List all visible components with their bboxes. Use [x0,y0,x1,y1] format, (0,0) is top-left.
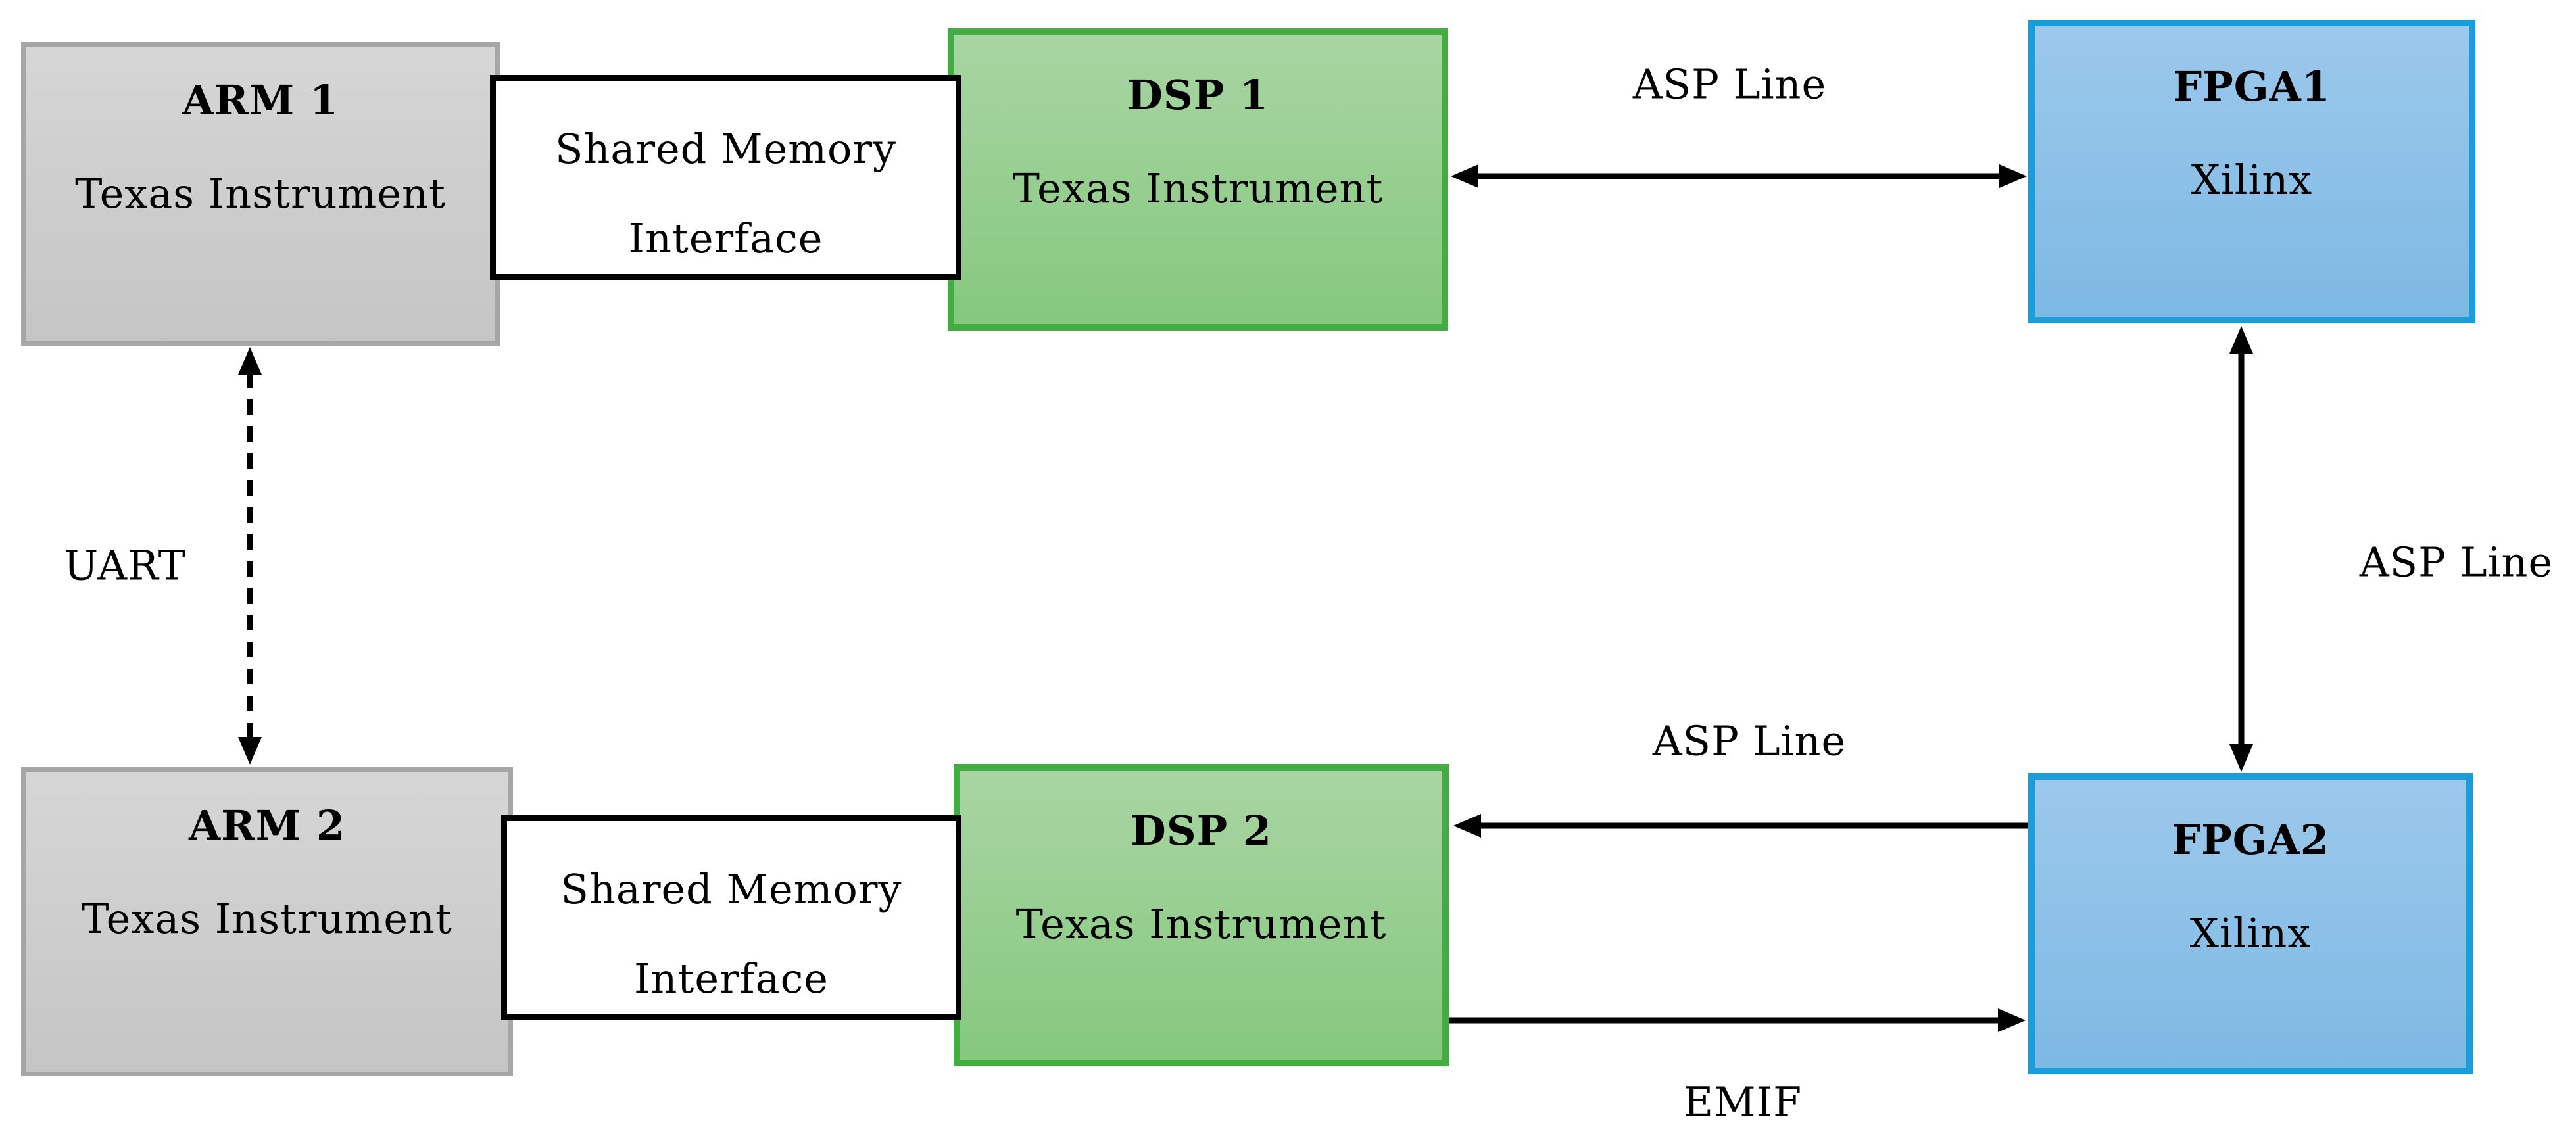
node-fpga1: FPGA1 Xilinx [2028,20,2475,323]
node-shared-memory-interface-1: Shared Memory Interface [490,75,961,280]
node-dsp1: DSP 1 Texas Instrument [948,28,1448,331]
node-fpga1-title: FPGA1 [2173,62,2331,110]
node-fpga1-subtitle: Xilinx [2191,156,2313,204]
node-dsp1-title: DSP 1 [1127,71,1269,119]
asp-line-right-edge [2229,326,2253,772]
node-arm1-title: ARM 1 [182,76,339,124]
asp-line-bottom-edge [1453,814,2028,838]
edge-label-asp-bottom: ASP Line [1652,717,1847,765]
asp-line-top-edge [1451,164,2027,188]
edge-label-emif: EMIF [1683,1078,1803,1126]
node-dsp1-subtitle: Texas Instrument [1012,164,1384,212]
node-fpga2-title: FPGA2 [2172,816,2329,864]
uart-edge [238,347,262,765]
node-fpga2: FPGA2 Xilinx [2028,773,2473,1074]
node-fpga2-subtitle: Xilinx [2189,909,2312,957]
edge-label-asp-right: ASP Line [2359,538,2554,586]
shared-memory-interface-2-line2: Interface [634,955,829,1003]
node-dsp2-subtitle: Texas Instrument [1015,900,1387,948]
node-arm2-title: ARM 2 [189,801,345,849]
node-dsp2-title: DSP 2 [1130,807,1272,855]
node-dsp2: DSP 2 Texas Instrument [954,764,1449,1066]
edge-label-asp-top: ASP Line [1632,60,1827,108]
edge-label-uart: UART [63,541,187,590]
shared-memory-interface-1-line2: Interface [628,214,823,262]
emif-edge [1449,1008,2026,1032]
node-shared-memory-interface-2: Shared Memory Interface [501,815,961,1020]
node-arm2: ARM 2 Texas Instrument [21,767,513,1076]
shared-memory-interface-1-line1: Shared Memory [554,125,897,173]
node-arm1-subtitle: Texas Instrument [75,170,446,218]
node-arm1: ARM 1 Texas Instrument [21,42,500,346]
node-arm2-subtitle: Texas Instrument [82,895,452,943]
shared-memory-interface-2-line1: Shared Memory [560,865,902,913]
